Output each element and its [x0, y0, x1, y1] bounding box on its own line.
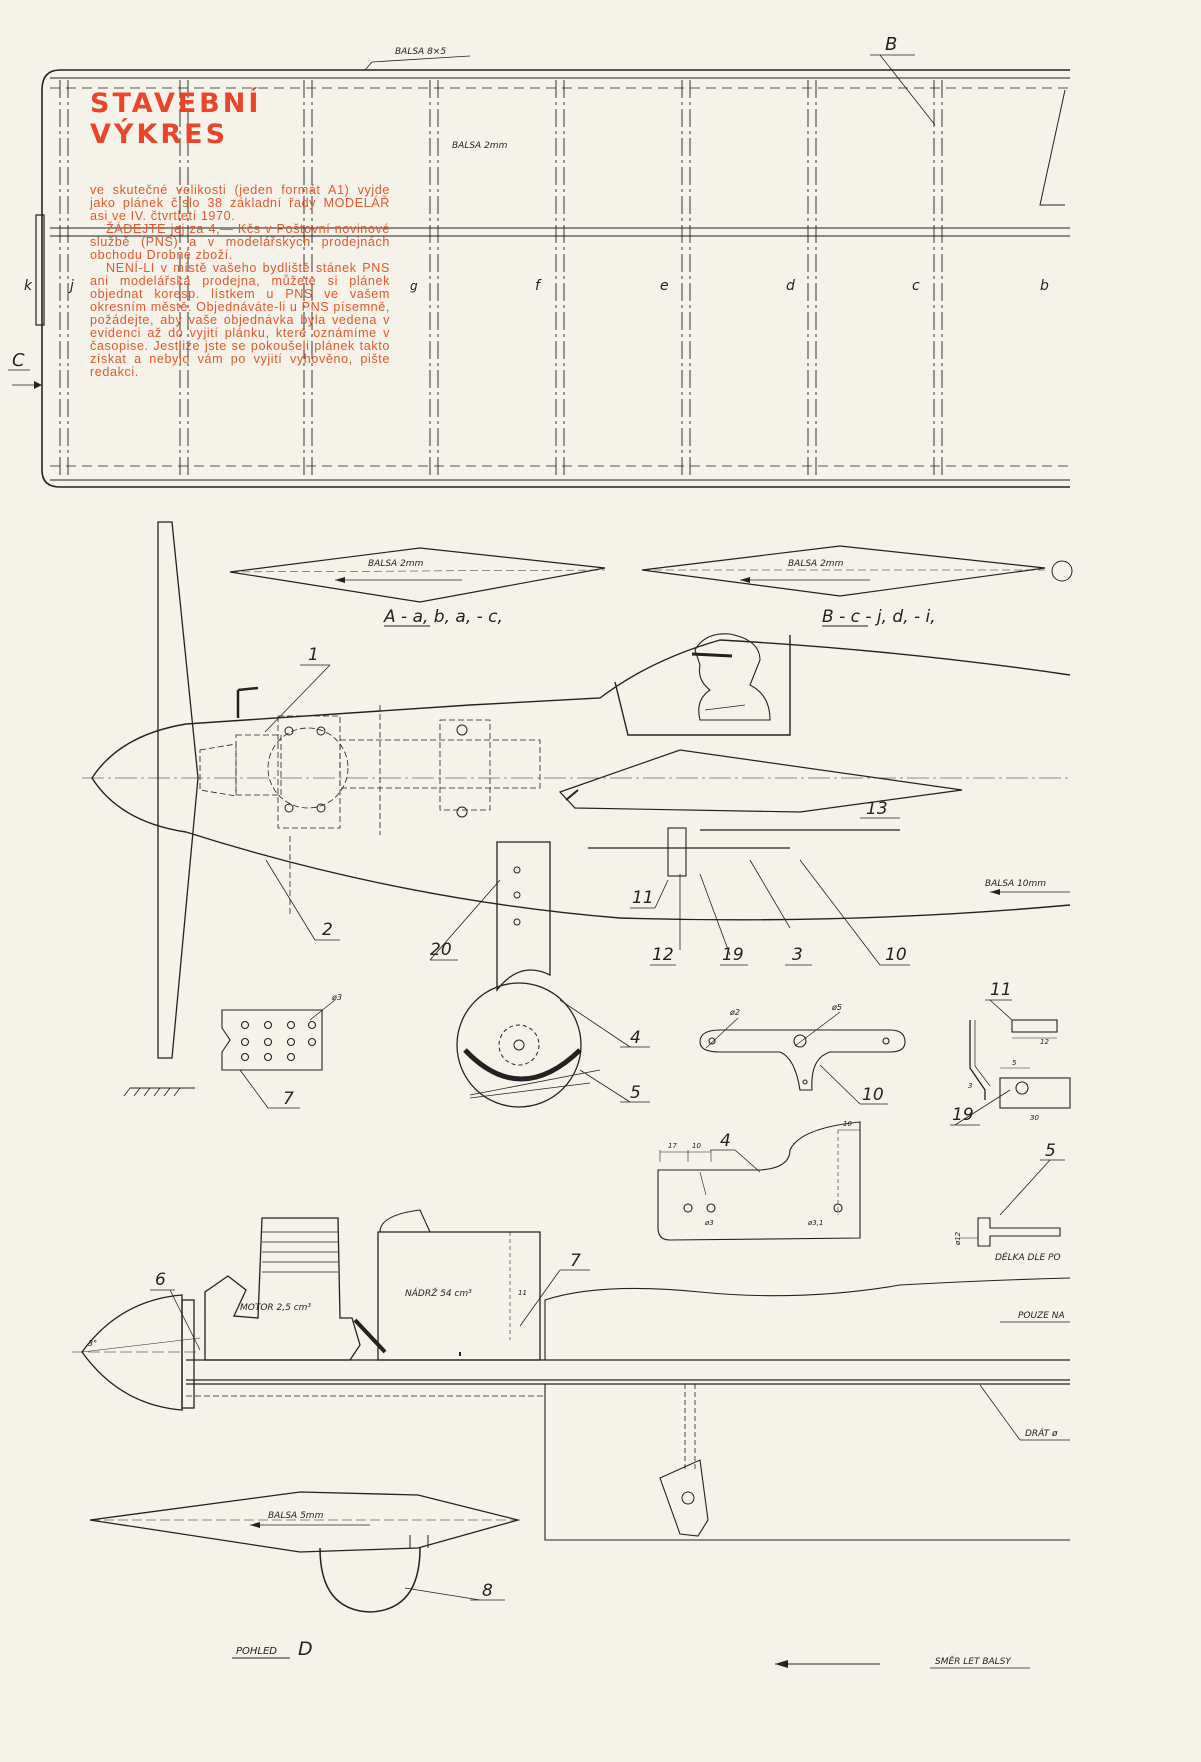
wing-root-outline [544, 1277, 1071, 1541]
part-5-label: 5 [630, 1083, 641, 1103]
gear-leg-detail [657, 1121, 861, 1241]
dim-10: 10 [692, 1142, 701, 1150]
detail-part-4: 4 [720, 1131, 731, 1151]
horn-hole-d2: ø5 [831, 1003, 842, 1012]
motor-outline [199, 705, 541, 915]
tube-11 [1011, 1019, 1058, 1033]
dim-17: 17 [668, 1142, 677, 1150]
dim-30: 30 [1030, 1114, 1039, 1122]
part-11-label: 11 [632, 888, 654, 908]
view-letter: D [298, 1638, 313, 1660]
fuselage-balsa-label: BALSA 10mm [985, 879, 1046, 889]
spinner [91, 723, 187, 833]
section-c-marker: C [12, 350, 25, 371]
detail-part-19: 19 [952, 1105, 974, 1125]
plan-order-notice: STAVEBNÍ VÝKRES ve skutečné velikosti (j… [90, 88, 390, 379]
dim-5: 5 [1012, 1059, 1017, 1067]
top-view [72, 1209, 1071, 1669]
fuel-tank [377, 1231, 541, 1361]
top-part-6: 6 [155, 1270, 166, 1290]
canopy [614, 635, 791, 736]
wing-edge-label: BALSA 8×5 [395, 47, 446, 57]
tank-dim: 11 [518, 1289, 527, 1297]
mount-plate [221, 1009, 323, 1071]
part-12-label: 12 [652, 945, 674, 965]
part-10-label: 10 [885, 945, 907, 965]
pilot-icon [691, 633, 771, 721]
motor-label: MOTOR 2,5 cm³ [240, 1303, 311, 1313]
control-horn [699, 1029, 906, 1091]
dim-12: 12 [1040, 1038, 1049, 1046]
rib-letter-c: c [912, 278, 920, 294]
part-20-label: 20 [430, 940, 452, 960]
rear-horn [659, 1459, 709, 1537]
wing-skin-label: BALSA 2mm [452, 141, 508, 151]
bracket-plate [999, 1077, 1071, 1109]
wing-plan [8, 54, 1070, 488]
side-view [82, 521, 1071, 1108]
notice-paragraph-2: ŽÁDEJTE jej za 4,— Kčs v Poštovní novino… [90, 222, 390, 262]
elevator-outline [558, 749, 963, 813]
landing-gear-leg [496, 841, 551, 992]
rib-letter-b: b [1040, 278, 1049, 294]
leg-hole-d1: ø3 [704, 1219, 714, 1227]
axle-detail [977, 1217, 1061, 1247]
rib-letter-g: g [410, 279, 418, 293]
pouze-label: POUZE NA [1018, 1311, 1065, 1321]
section-a-caption: A - a, b, a, - c, [383, 607, 503, 627]
grain-direction-label: SMĚR LET BALSY [935, 1655, 1012, 1667]
detail-part-10: 10 [862, 1085, 884, 1105]
airfoil-sections [229, 545, 1073, 627]
dim-3: 3 [968, 1082, 972, 1090]
stabilizer-balsa-label: BALSA 5mm [268, 1511, 324, 1521]
view-label: POHLED [236, 1646, 277, 1657]
tank-label: NÁDRŽ 54 cm³ [405, 1287, 472, 1299]
wheel [456, 982, 582, 1108]
section-a-skin: BALSA 2mm [368, 559, 424, 569]
section-b-caption: B - c - j, d, - i, [822, 607, 936, 627]
section-b-skin: BALSA 2mm [788, 559, 844, 569]
rib-letter-f: f [535, 278, 542, 294]
part-13-label: 13 [866, 799, 888, 819]
top-part-7: 7 [570, 1251, 581, 1271]
part-3-label: 3 [792, 945, 803, 965]
detail-parts [123, 999, 1071, 1247]
plate-hole-dim: ø3 [331, 993, 342, 1002]
section-b-marker: B [885, 34, 897, 55]
part-2-label: 2 [322, 920, 333, 940]
engine-side [204, 1217, 361, 1361]
detail-part-7: 7 [283, 1089, 294, 1109]
horn-hole-d1: ø2 [729, 1008, 740, 1017]
axle-diameter: ø12 [954, 1231, 962, 1246]
leg-hole-d2: ø3,1 [807, 1219, 823, 1227]
top-part-8: 8 [482, 1581, 493, 1601]
rib-letter-d: d [786, 278, 795, 294]
detail-part-5: 5 [1045, 1141, 1056, 1161]
thrust-angle: 3° [88, 1339, 97, 1348]
tail-skid [319, 1547, 421, 1613]
rib-letter-e: e [660, 278, 669, 294]
axle-length-label: DÉLKA DLE PO [995, 1251, 1061, 1263]
rib-letter-k: k [24, 278, 33, 294]
propeller [157, 521, 199, 1059]
bracket-19 [969, 1020, 986, 1100]
rib-letter-j: j [68, 278, 74, 294]
notice-title: STAVEBNÍ VÝKRES [90, 88, 262, 150]
notice-paragraph-3: NENÍ-LI v místě vašeho bydliště stánek P… [90, 261, 390, 379]
part-19-label: 19 [722, 945, 744, 965]
notice-paragraph-1: ve skutečné velikosti (jeden formát A1) … [90, 183, 390, 223]
part-1-label: 1 [308, 645, 319, 665]
detail-part-11: 11 [990, 980, 1012, 1000]
leg-dim: 10 [843, 1120, 852, 1128]
fuselage-outline [185, 639, 1071, 725]
wire-label: DRÁT ø [1025, 1427, 1058, 1439]
part-4-label: 4 [630, 1028, 641, 1048]
